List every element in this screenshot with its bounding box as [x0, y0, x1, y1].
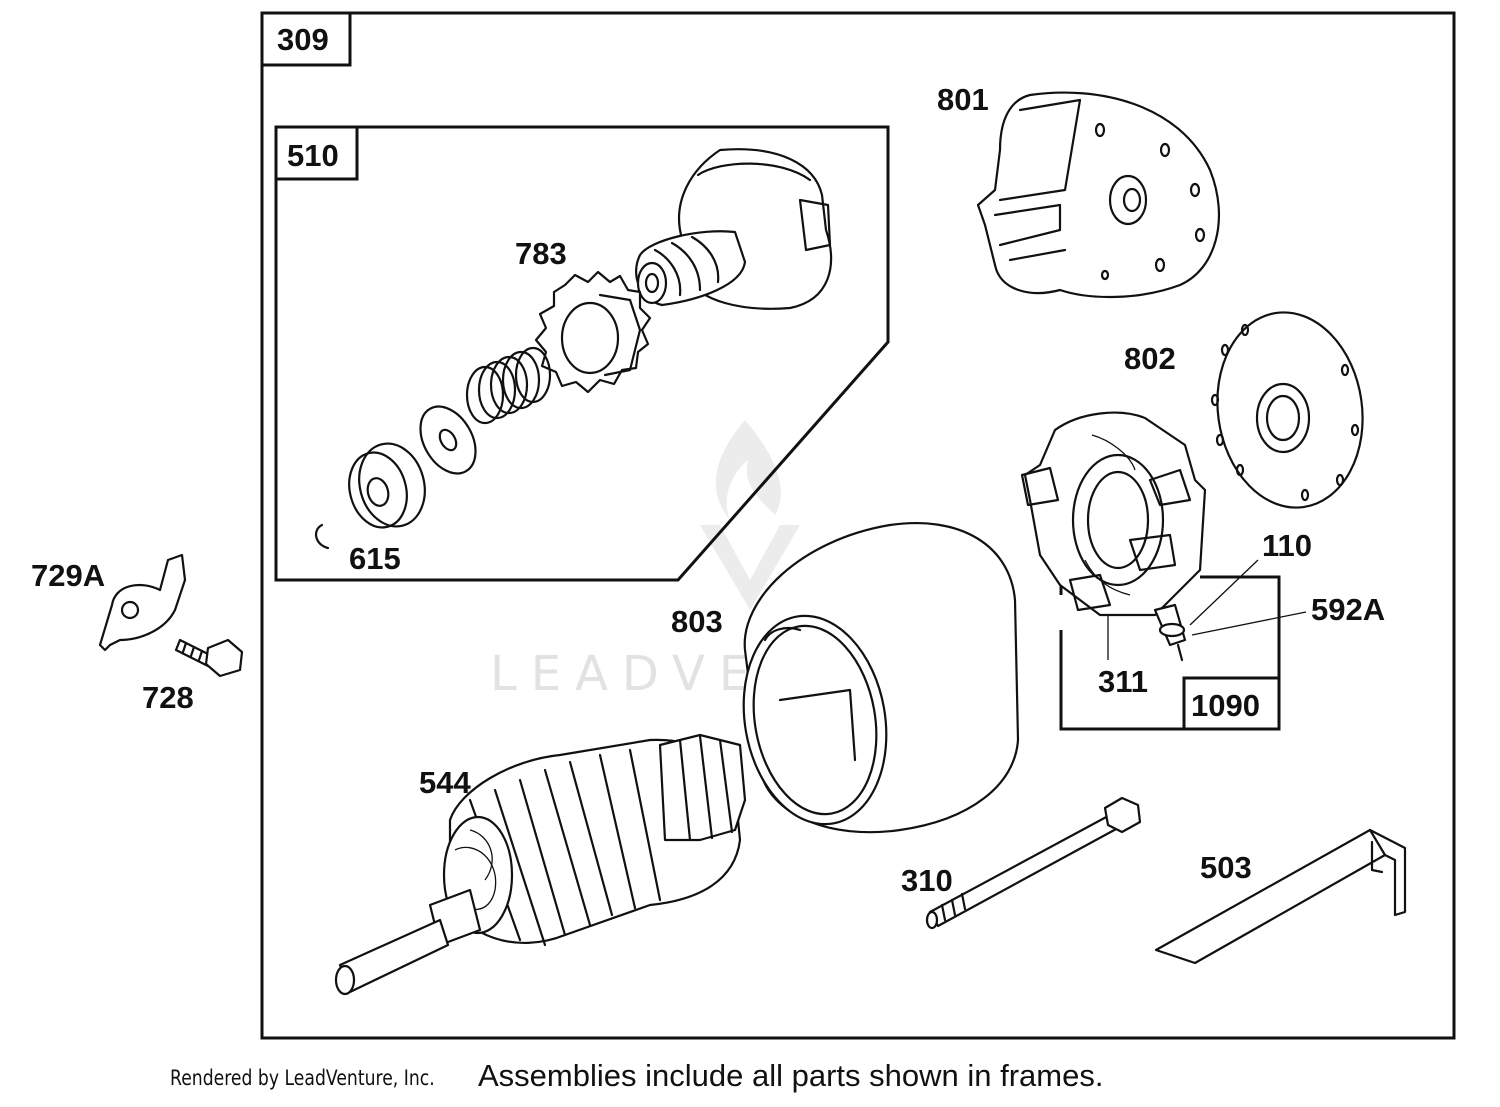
frame-510-tab: [274, 125, 359, 181]
frame-510-label: 510: [287, 138, 339, 173]
clip-bracket: [98, 553, 187, 652]
leader-592a: [1191, 611, 1307, 636]
pinion-gear: [534, 270, 652, 394]
motor-housing: [742, 522, 1020, 834]
spring: [465, 346, 552, 425]
frame-1090-tab: [1182, 676, 1281, 731]
frame-309-label: 309: [277, 22, 329, 57]
part-label-802: 802: [1124, 341, 1176, 376]
screw: [174, 638, 244, 678]
part-label-311: 311: [1098, 664, 1148, 699]
part-label-110: 110: [1262, 528, 1312, 563]
brush-holder: [1020, 411, 1207, 660]
footer-credit: Rendered by LeadVenture, Inc.: [170, 1066, 435, 1090]
part-label-801: 801: [937, 82, 989, 117]
retaining-ring: [314, 523, 330, 550]
terminal-stud: [1153, 603, 1187, 662]
part-label-803: 803: [671, 604, 723, 639]
washer: [419, 405, 477, 475]
frame-309-tab: [260, 11, 352, 67]
frame-309: [260, 11, 1456, 1040]
footer-note: Assemblies include all parts shown in fr…: [478, 1058, 1104, 1093]
through-bolt: [925, 796, 1142, 930]
drive-housing: [635, 148, 833, 310]
part-label-310: 310: [901, 863, 953, 898]
part-label-783: 783: [515, 236, 567, 271]
end-cap-bracket: [976, 91, 1221, 299]
part-label-729a: 729A: [31, 558, 105, 593]
part-label-615: 615: [349, 541, 401, 576]
frame-510: [274, 125, 890, 582]
end-plate: [1210, 311, 1364, 509]
bracket-strap: [1154, 828, 1407, 965]
part-label-544: 544: [419, 765, 471, 800]
leader-110: [1189, 559, 1259, 626]
part-label-728: 728: [142, 680, 194, 715]
armature: [334, 733, 747, 996]
stop-collar: [348, 442, 426, 529]
part-label-503: 503: [1200, 850, 1252, 885]
frame-1090-label: 1090: [1191, 688, 1260, 723]
part-label-592a: 592A: [1311, 592, 1385, 627]
